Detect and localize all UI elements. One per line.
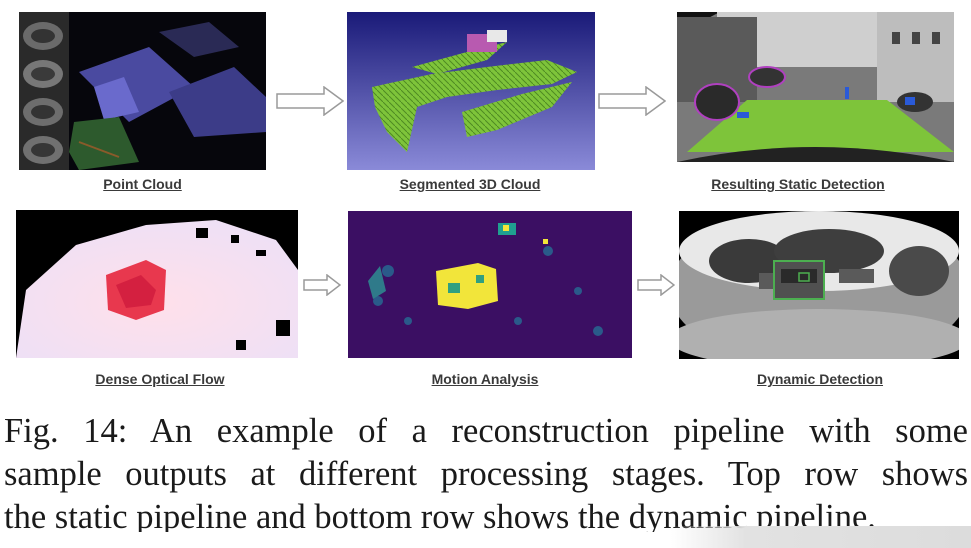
arrow-right <box>598 85 667 117</box>
static-detection-image <box>677 12 954 162</box>
dense-optical-flow-image <box>16 210 298 358</box>
motion-analysis-label: Motion Analysis <box>431 371 539 387</box>
point-cloud-label: Point Cloud <box>103 176 182 192</box>
segmented-3d-cloud-label: Segmented 3D Cloud <box>399 176 541 192</box>
dynamic-detection-image <box>679 211 959 359</box>
dense-optical-flow-label: Dense Optical Flow <box>95 371 225 387</box>
figure-caption: Fig. 14: An example of a reconstruction … <box>4 410 968 532</box>
caption-line-2: sample outputs at different processing s… <box>4 455 968 493</box>
dynamic-detection-label: Dynamic Detection <box>756 371 884 387</box>
watermark-overlay <box>671 526 971 548</box>
point-cloud-image <box>19 12 266 170</box>
arrow-right <box>637 273 676 297</box>
motion-analysis-image <box>348 211 632 358</box>
caption-line-1: Fig. 14: An example of a reconstruction … <box>4 412 968 450</box>
arrow-right <box>303 273 342 297</box>
static-detection-label: Resulting Static Detection <box>711 176 885 192</box>
segmented-3d-cloud-image <box>347 12 595 170</box>
arrow-right <box>276 85 345 117</box>
